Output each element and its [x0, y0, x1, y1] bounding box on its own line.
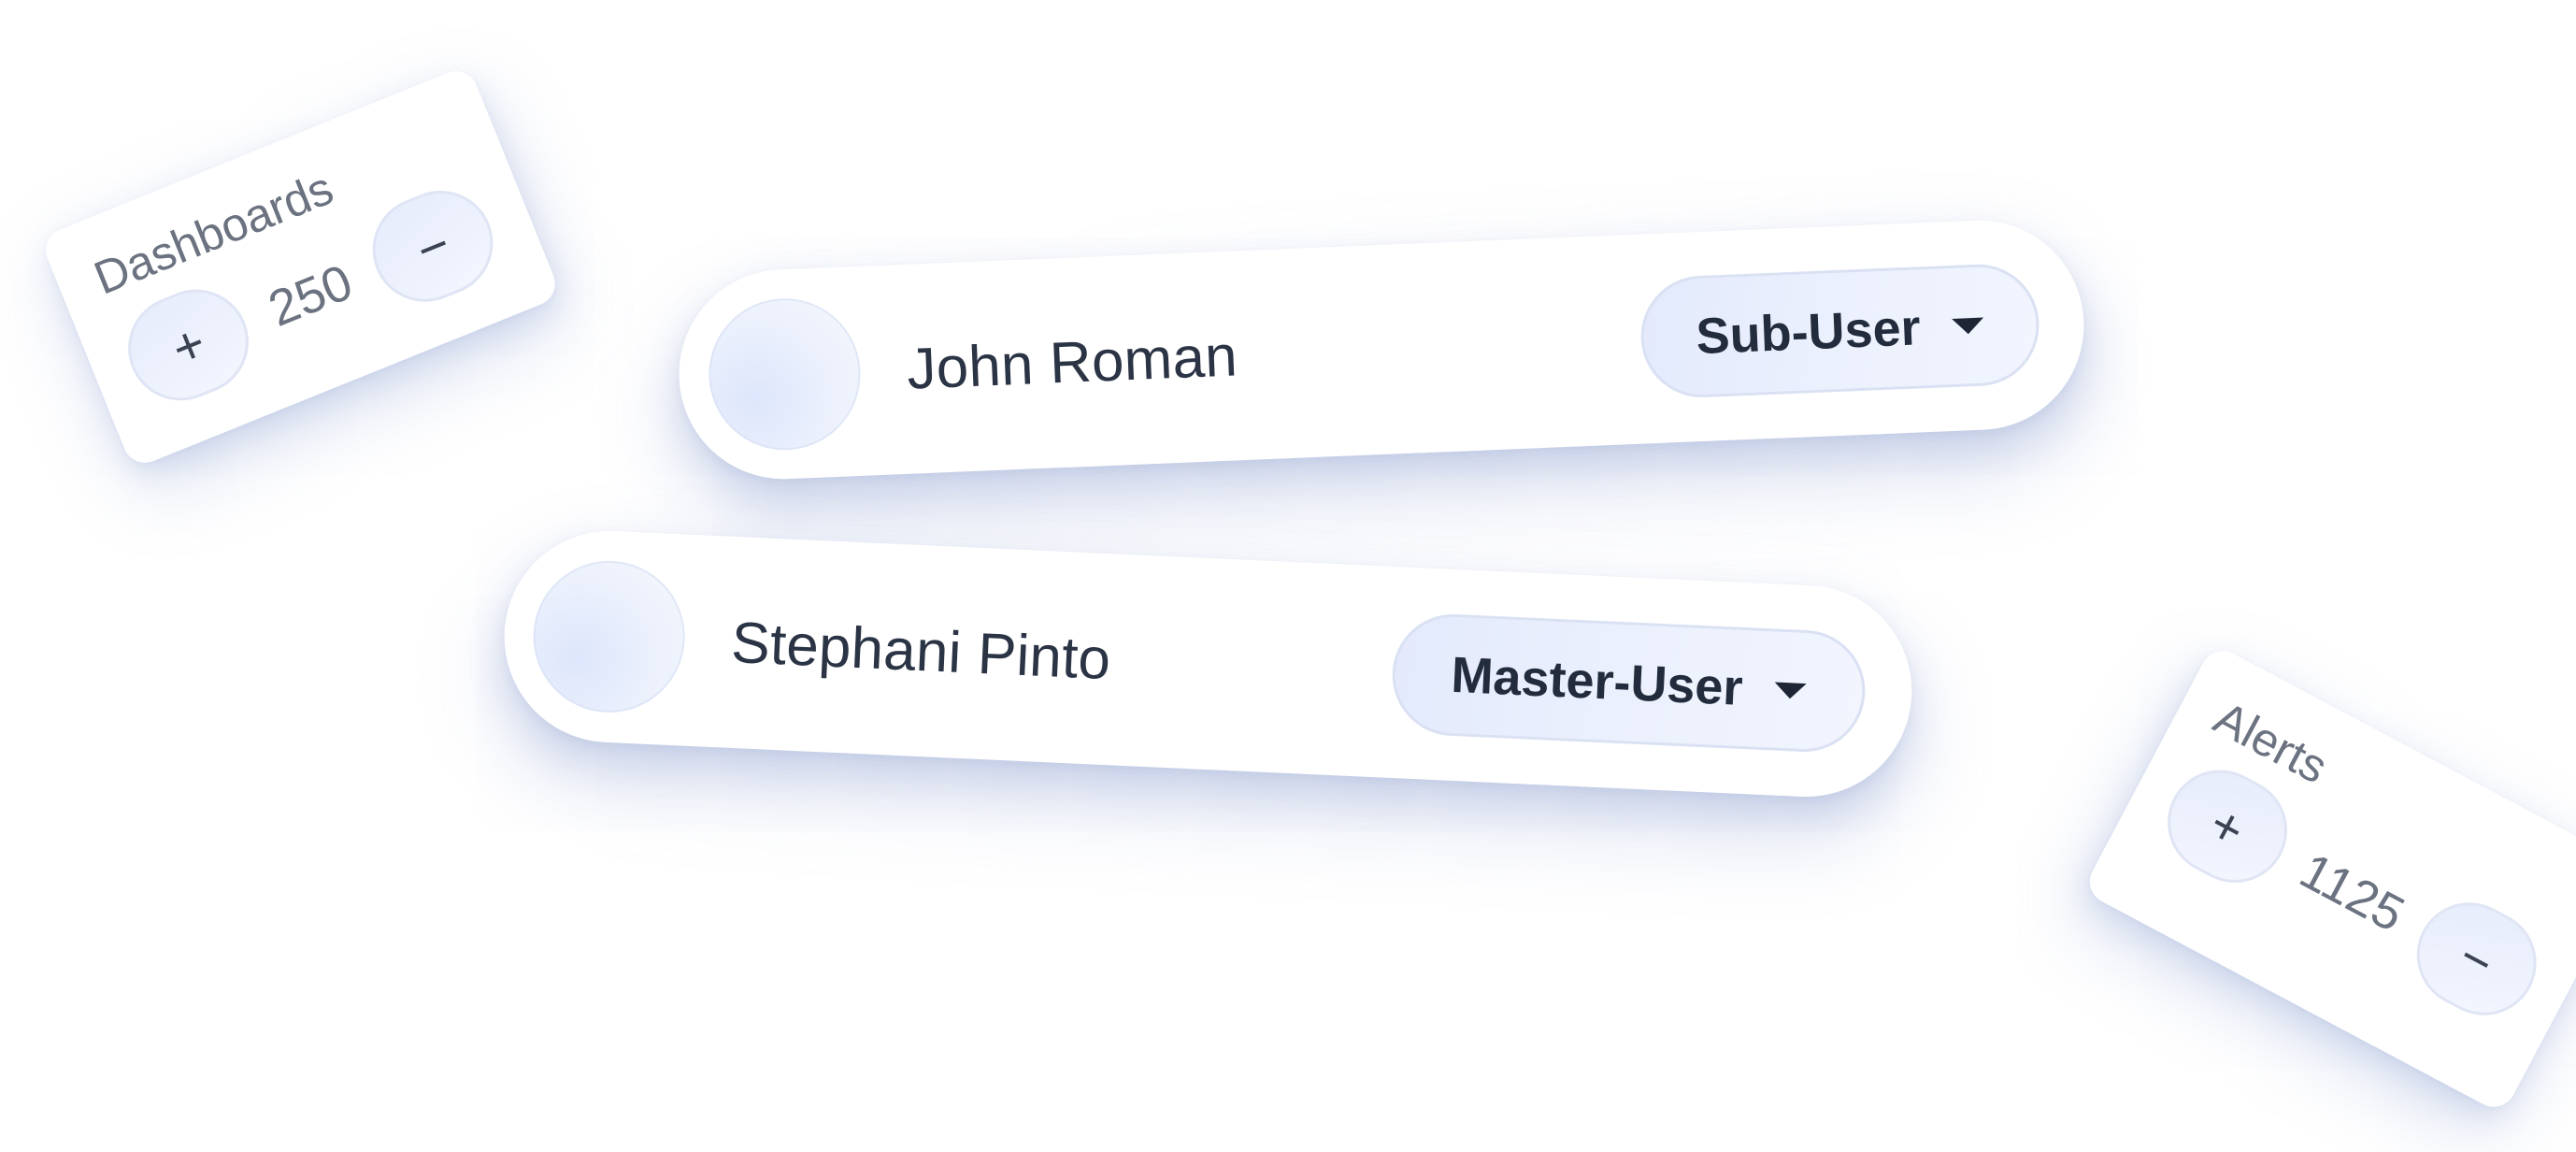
alerts-counter-value: 1125	[2291, 842, 2413, 943]
plus-icon: +	[2199, 793, 2255, 860]
dashboards-decrement-button[interactable]: −	[356, 175, 509, 318]
avatar	[706, 295, 864, 454]
minus-icon: −	[408, 213, 458, 280]
user-name: John Roman	[906, 323, 1239, 402]
role-dropdown[interactable]: Sub-User	[1639, 262, 2042, 400]
caret-down-icon	[1774, 682, 1807, 699]
user-row: John Roman Sub-User	[675, 216, 2088, 483]
minus-icon: −	[2449, 926, 2505, 993]
dashboards-counter-card: Dashboards + 250 −	[39, 65, 562, 469]
role-dropdown[interactable]: Master-User	[1389, 612, 1868, 755]
user-name: Stephani Pinto	[729, 610, 1112, 692]
role-label: Master-User	[1450, 646, 1744, 716]
caret-down-icon	[1952, 317, 1984, 335]
role-label: Sub-User	[1695, 299, 1922, 366]
dashboards-counter-value: 250	[261, 253, 361, 338]
dashboards-increment-button[interactable]: +	[112, 273, 265, 417]
user-row: Stephani Pinto Master-User	[499, 526, 1917, 802]
plus-icon: +	[163, 311, 214, 379]
avatar	[530, 557, 689, 716]
alerts-counter-card: Alerts + 1125 −	[2082, 642, 2576, 1116]
